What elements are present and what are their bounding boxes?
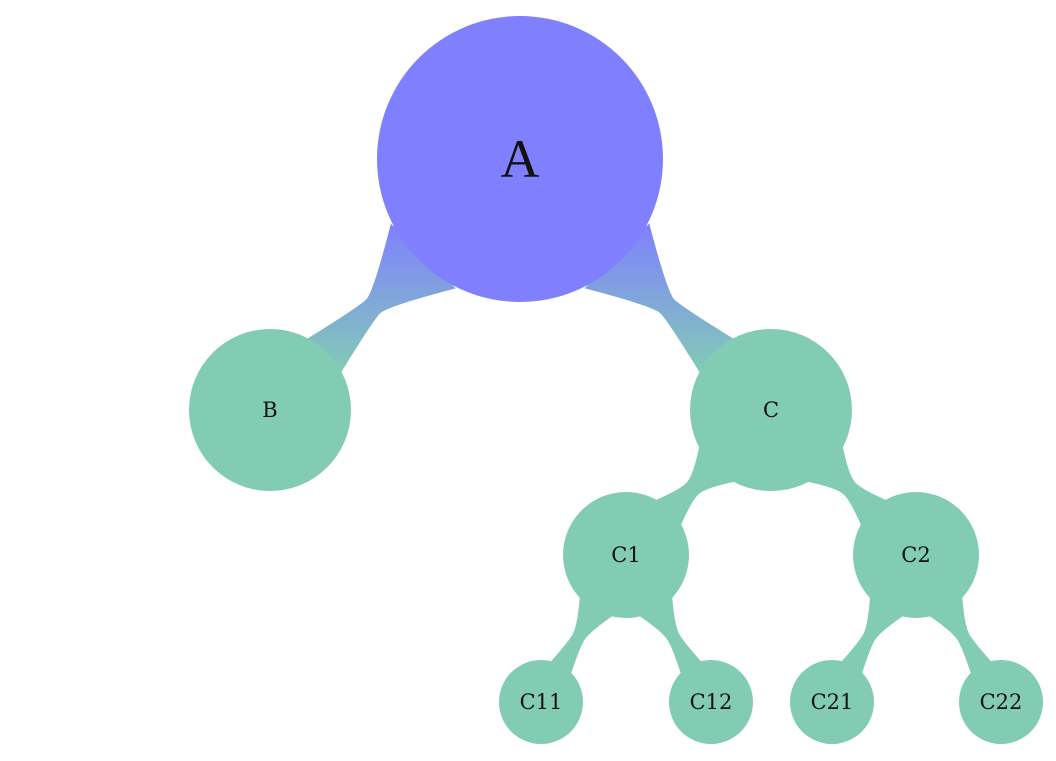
node-c21-circle	[790, 660, 874, 744]
connector-A-B	[305, 223, 456, 375]
node-c11-circle	[499, 660, 583, 744]
node-c11: C11	[499, 660, 583, 744]
connector-C1-C11	[548, 594, 615, 678]
node-c-label: C	[763, 398, 779, 422]
node-a-circle	[377, 16, 663, 302]
node-a: A	[377, 16, 663, 302]
node-a-label: A	[501, 129, 540, 189]
node-b-circle	[189, 329, 351, 491]
node-c-circle	[690, 329, 852, 491]
node-c22-circle	[959, 660, 1043, 744]
node-b: B	[189, 329, 351, 491]
node-c12-label: C12	[690, 690, 733, 714]
node-c21-label: C21	[811, 690, 854, 714]
node-b-label: B	[262, 398, 277, 422]
node-c1-circle	[563, 492, 689, 618]
node-c1-label: C1	[611, 543, 640, 567]
node-c1: C1	[563, 492, 689, 618]
node-c2-label: C2	[901, 543, 930, 567]
node-c: C	[690, 329, 852, 491]
node-c2-circle	[853, 492, 979, 618]
node-c22-label: C22	[980, 690, 1023, 714]
connector-layer	[305, 223, 994, 678]
node-c11-label: C11	[520, 690, 563, 714]
node-c12: C12	[669, 660, 753, 744]
connector-C2-C21	[838, 594, 906, 677]
node-c22: C22	[959, 660, 1043, 744]
node-c2: C2	[853, 492, 979, 618]
node-c12-circle	[669, 660, 753, 744]
connector-A-C	[584, 223, 736, 375]
connector-C2-C22	[927, 594, 994, 678]
connector-C1-C12	[637, 594, 704, 678]
node-c21: C21	[790, 660, 874, 744]
